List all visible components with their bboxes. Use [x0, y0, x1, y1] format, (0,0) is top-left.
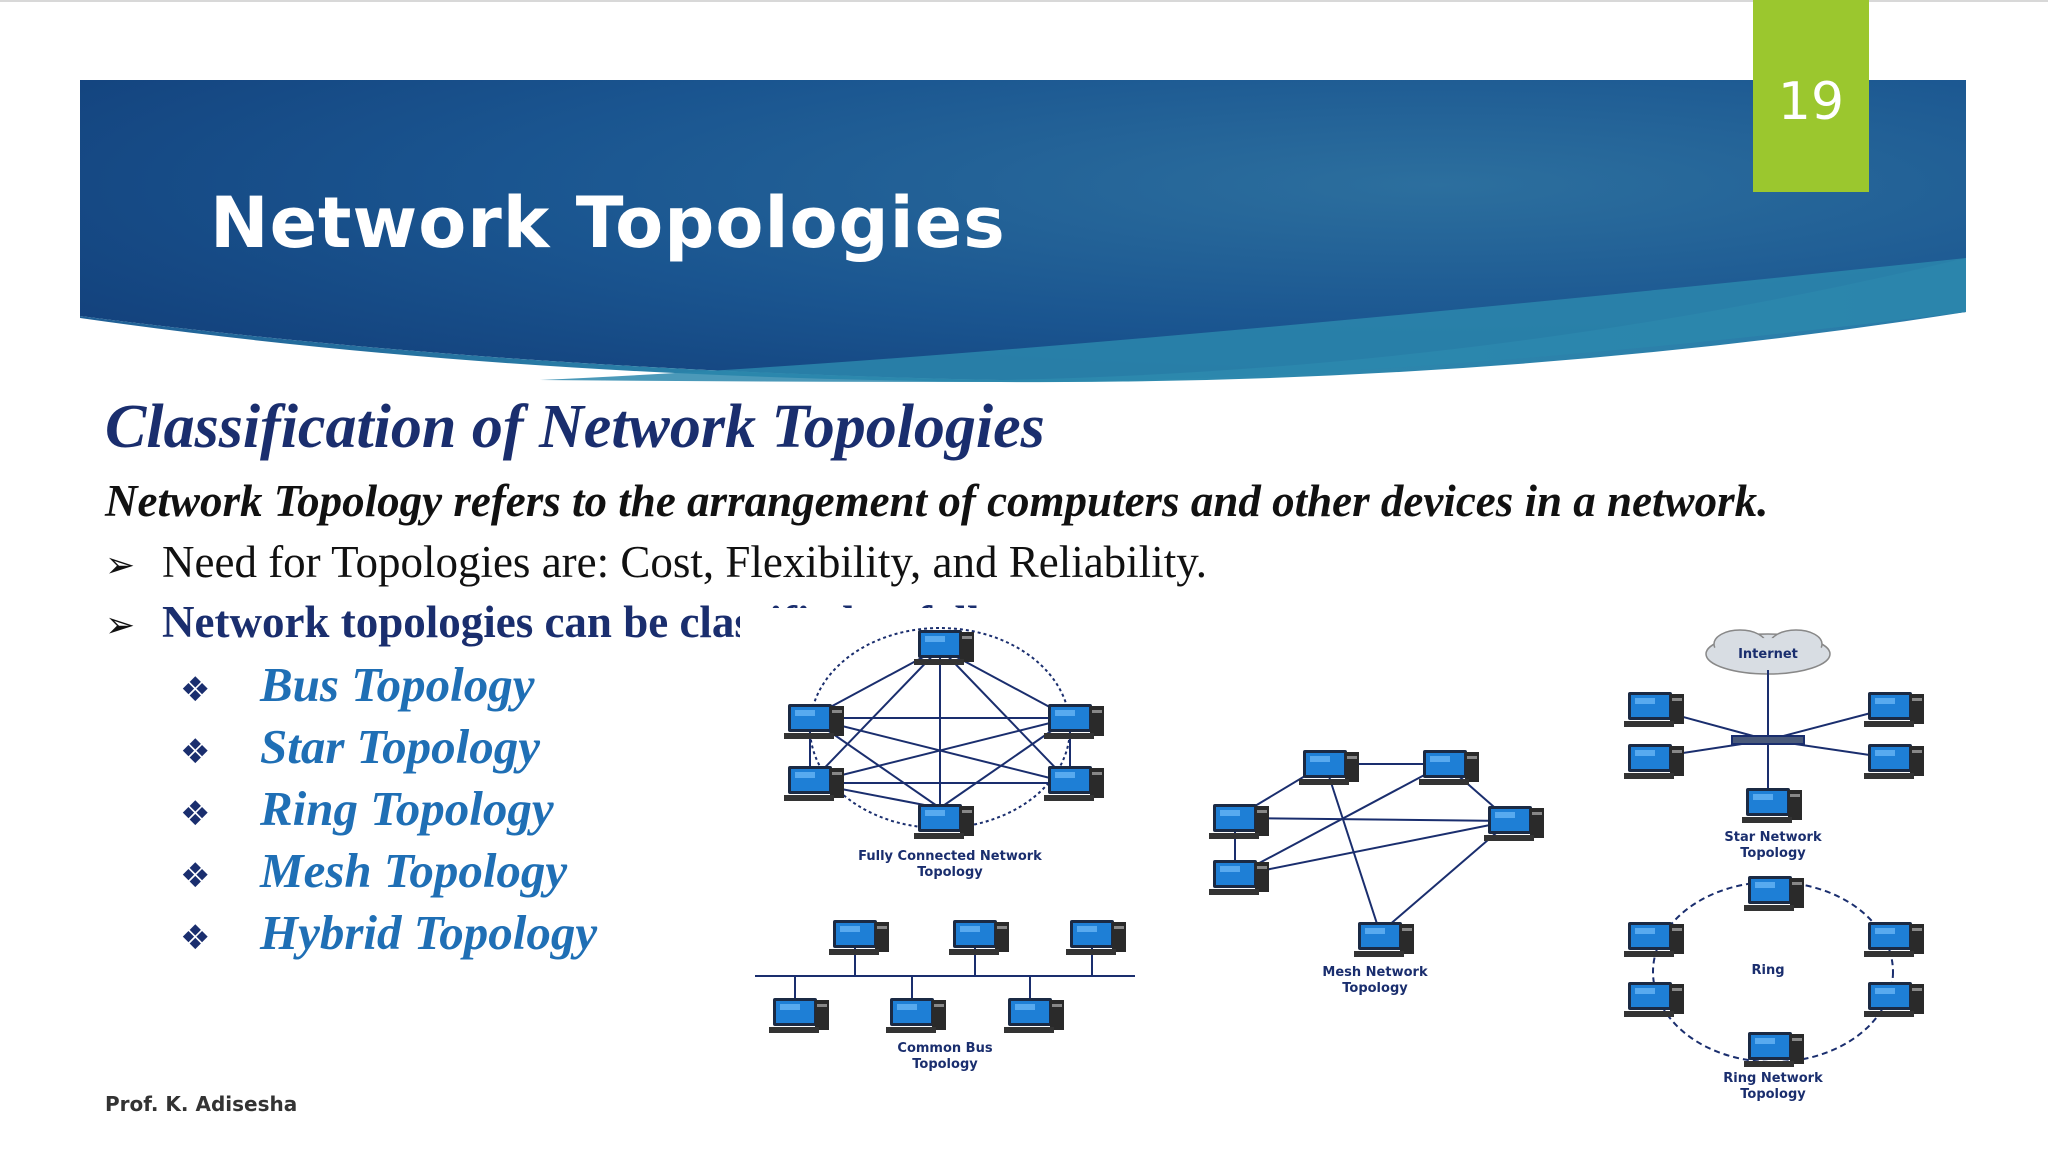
computer-icon [1066, 920, 1126, 955]
caption-fully-connected: Fully Connected Network [858, 849, 1042, 864]
top-border [0, 0, 2048, 2]
caption-star: Star Network [1724, 830, 1822, 845]
computer-icon [1624, 692, 1684, 727]
topology-label: Mesh Topology [260, 843, 568, 898]
computer-icon [1044, 704, 1104, 739]
diamond-bullet-icon: ❖ [180, 918, 211, 958]
caption-star-2: Topology [1740, 846, 1806, 861]
computer-icon [784, 766, 844, 801]
computer-icon [1744, 876, 1804, 911]
slide-title: Network Topologies [210, 182, 1006, 264]
title-banner [80, 80, 1966, 383]
computer-icon [1004, 998, 1064, 1033]
topology-label: Hybrid Topology [260, 905, 598, 960]
caption-bus-2: Topology [912, 1057, 978, 1072]
topology-label: Star Topology [260, 719, 540, 774]
diamond-bullet-icon: ❖ [180, 856, 211, 896]
computer-icon [1742, 788, 1802, 823]
section-subtitle: Classification of Network Topologies [105, 393, 1045, 461]
arrow-bullet-icon: ➢ [105, 545, 136, 586]
computer-icon [784, 704, 844, 739]
computer-icon [1209, 860, 1269, 895]
computer-icon [1864, 744, 1924, 779]
computer-icon [1864, 982, 1924, 1017]
cloud-icon [1705, 629, 1831, 675]
topology-item: ❖ Mesh Topology [180, 842, 567, 899]
computer-icon [1624, 744, 1684, 779]
topology-item: ❖ Ring Topology [180, 780, 554, 837]
topology-item: ❖ Star Topology [180, 718, 540, 775]
computer-icon [1044, 766, 1104, 801]
computer-icon [1744, 1032, 1804, 1067]
caption-mesh: Mesh Network [1322, 965, 1428, 980]
diamond-bullet-icon: ❖ [180, 670, 211, 710]
footer-author: Prof. K. Adisesha [105, 1092, 298, 1116]
computer-icon [1419, 750, 1479, 785]
topology-diagram: Fully Connected Network Topology Common … [740, 608, 1958, 1104]
computer-icon [1209, 804, 1269, 839]
computer-icon [1354, 922, 1414, 957]
topology-label: Bus Topology [260, 657, 535, 712]
computer-icon [914, 804, 974, 839]
caption-bus: Common Bus [897, 1041, 992, 1056]
computer-icon [1484, 806, 1544, 841]
caption-ring-2: Topology [1740, 1087, 1806, 1102]
bullet-text: Need for Topologies are: Cost, Flexibili… [162, 537, 1208, 587]
internet-label: Internet [1738, 647, 1798, 662]
diamond-bullet-icon: ❖ [180, 794, 211, 834]
computer-icon [1624, 982, 1684, 1017]
caption-ring: Ring Network [1723, 1071, 1823, 1086]
caption-fully-connected-2: Topology [917, 865, 983, 880]
computer-icon [1864, 922, 1924, 957]
diamond-bullet-icon: ❖ [180, 732, 211, 772]
computer-icon [1624, 922, 1684, 957]
computer-icon [886, 998, 946, 1033]
topology-item: ❖ Bus Topology [180, 656, 535, 713]
slide-number: 19 [1753, 0, 1869, 192]
arrow-bullet-icon: ➢ [105, 605, 136, 646]
computer-icon [1864, 692, 1924, 727]
computer-icon [769, 998, 829, 1033]
ring-center-label: Ring [1751, 963, 1784, 978]
computer-icon [1299, 750, 1359, 785]
computer-icon [914, 630, 974, 665]
computer-icon [949, 920, 1009, 955]
bullet-item: ➢ Need for Topologies are: Cost, Flexibil… [105, 536, 1207, 588]
computer-icon [829, 920, 889, 955]
topology-label: Ring Topology [260, 781, 554, 836]
caption-mesh-2: Topology [1342, 981, 1408, 996]
definition-text: Network Topology refers to the arrangeme… [105, 476, 1769, 526]
topology-item: ❖ Hybrid Topology [180, 904, 597, 961]
